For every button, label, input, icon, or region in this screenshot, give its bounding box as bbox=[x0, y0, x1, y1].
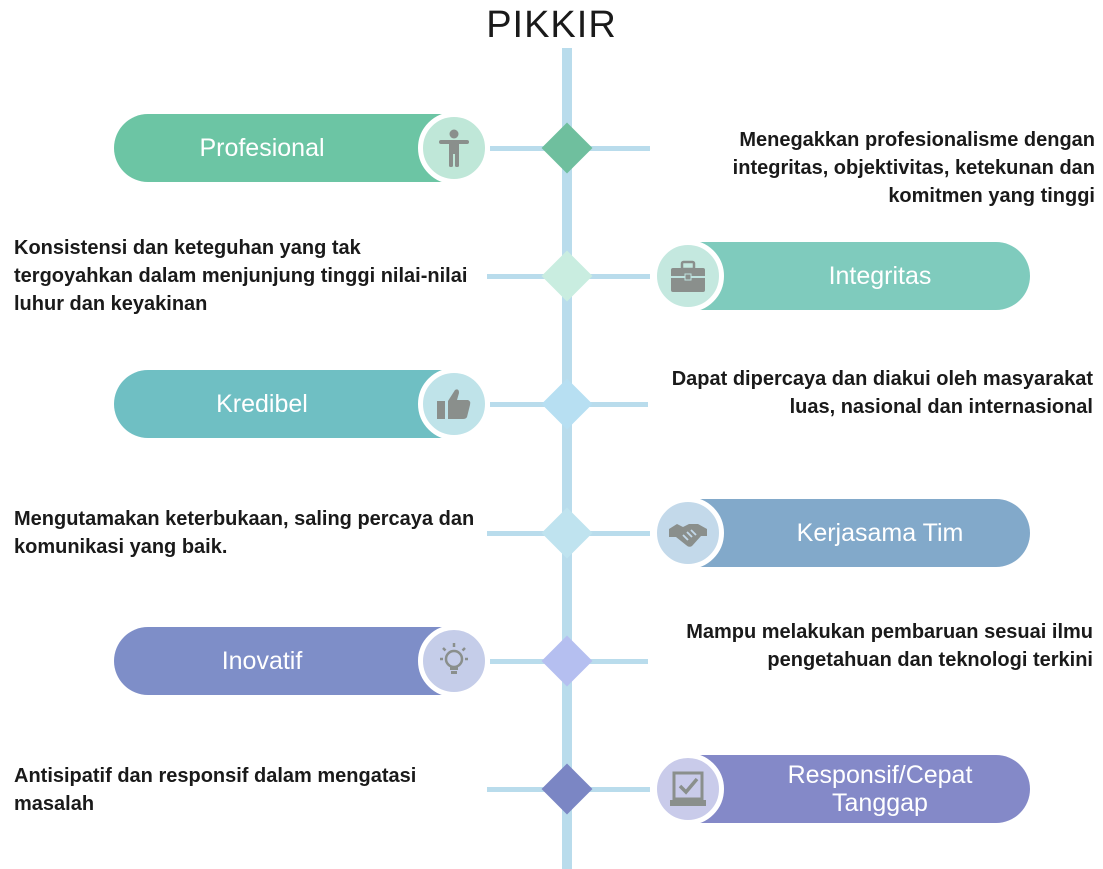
value-label: Integritas bbox=[828, 262, 932, 290]
value-label: Kerjasama Tim bbox=[796, 519, 964, 547]
value-pill: Kredibel bbox=[114, 370, 450, 438]
value-description: Mampu melakukan pembaruan sesuai ilmu pe… bbox=[686, 621, 1093, 671]
value-description: Mengutamakan keterbukaan, saling percaya… bbox=[14, 508, 475, 558]
value-pill: Responsif/Cepat Tanggap bbox=[690, 755, 1030, 823]
briefcase-icon-badge bbox=[652, 240, 724, 312]
value-description: Menegakkan profesionalisme dengan integr… bbox=[732, 129, 1095, 207]
value-label: Inovatif bbox=[221, 647, 303, 675]
page-title: PIKKIR bbox=[486, 4, 617, 46]
value-description: Dapat dipercaya dan diakui oleh masyarak… bbox=[671, 368, 1093, 418]
value-label: Kredibel bbox=[216, 390, 308, 418]
value-pill: Integritas bbox=[690, 242, 1030, 310]
timeline-diamond bbox=[541, 122, 593, 174]
value-label: Profesional bbox=[199, 134, 325, 162]
briefcase-icon bbox=[668, 256, 708, 296]
value-pill: Inovatif bbox=[114, 627, 450, 695]
thumbs-up-icon-badge bbox=[418, 368, 490, 440]
timeline-spine bbox=[562, 48, 572, 869]
handshake-icon bbox=[668, 513, 708, 553]
lightbulb-icon bbox=[434, 641, 474, 681]
timeline-diamond bbox=[541, 763, 593, 815]
checkbox-icon bbox=[668, 769, 708, 809]
value-description: Konsistensi dan keteguhan yang tak tergo… bbox=[14, 237, 468, 315]
person-icon-badge bbox=[418, 112, 490, 184]
value-label: Responsif/Cepat Tanggap bbox=[787, 761, 973, 817]
thumbs-up-icon bbox=[434, 384, 474, 424]
lightbulb-icon-badge bbox=[418, 625, 490, 697]
timeline-diamond bbox=[541, 635, 593, 687]
handshake-icon-badge bbox=[652, 497, 724, 569]
timeline-diamond bbox=[541, 250, 593, 302]
person-icon bbox=[434, 128, 474, 168]
checkbox-icon-badge bbox=[652, 753, 724, 825]
value-pill: Profesional bbox=[114, 114, 450, 182]
timeline-diamond bbox=[541, 507, 593, 559]
value-pill: Kerjasama Tim bbox=[690, 499, 1030, 567]
value-description: Antisipatif dan responsif dalam mengatas… bbox=[14, 765, 417, 815]
timeline-diamond bbox=[541, 378, 593, 430]
